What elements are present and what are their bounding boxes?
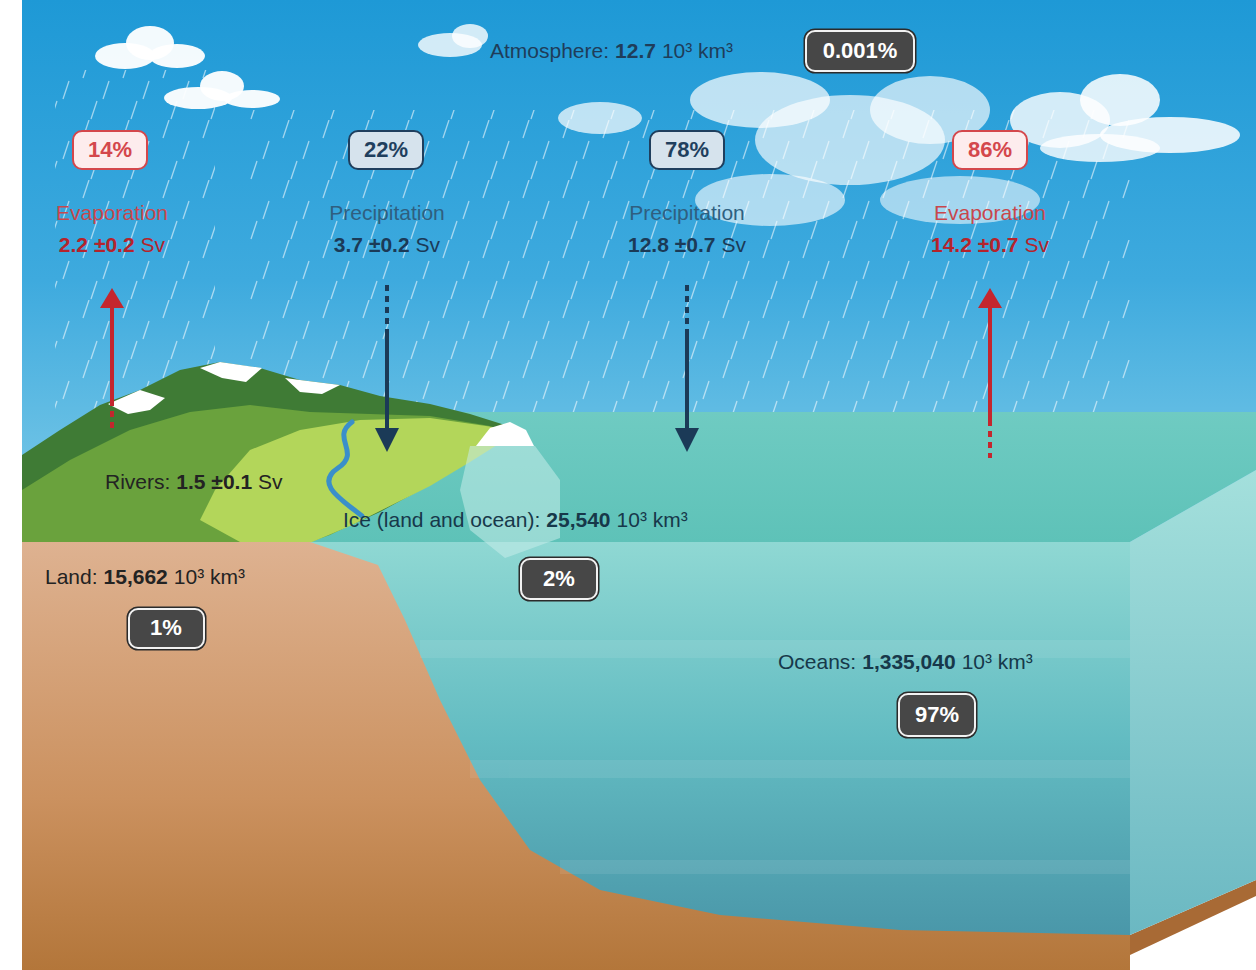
flux-name: Evaporation [56,200,168,225]
share-percent: 22% [364,138,408,162]
ice-label: Ice (land and ocean):25,540 10³ km³ [343,507,688,532]
flux-value: 12.8 ±0.7Sv [628,232,746,257]
ocean-side [1130,470,1256,935]
sky [22,0,1256,560]
share-badge: 1% [128,608,205,649]
river-label: 1.5 ±0.1 [176,469,252,494]
share-badge: 14% [72,130,148,170]
share-badge: 0.001% [805,30,915,72]
flux-value: 2.2 ±0.2 [59,232,135,257]
ocean-label: Oceans: [778,649,856,674]
share-badge: 2% [520,558,598,600]
land-label: Land:15,66210³ km³ [45,564,245,589]
evaporation-arrow-land [100,288,124,432]
flux-name: Precipitation [629,200,745,225]
share-badge: 97% [898,693,976,737]
iceberg [476,422,534,446]
ocean-section [310,542,1130,935]
precipitation-arrow-land [375,285,399,452]
flux-value: 3.7 ±0.2 [334,232,410,257]
share-percent: 78% [665,138,709,162]
flux-value: 14.2 ±0.7Sv [931,232,1049,257]
flux-name: Evaporation [934,200,1046,225]
flux-value: Sv [141,232,166,257]
snow-caps [108,362,340,414]
iceberg-underwater [460,446,560,558]
share-badge: 22% [348,130,424,170]
flux-value: Sv [721,232,746,257]
flux-name: Precipitation [329,200,445,225]
land-label: Land: [45,564,98,589]
atmosphere-label: Atmosphere: [490,38,609,63]
ice-label: 25,540 [546,507,610,532]
river-label: Rivers:1.5 ±0.1Sv [105,469,283,494]
share-percent: 14% [88,138,132,162]
atmosphere-label: 10³ km³ [662,38,733,63]
flux-name: Precipitation [629,200,745,225]
river-label: Sv [258,469,283,494]
ice-label: 10³ km³ [617,507,688,532]
ocean-label: Oceans:1,335,040 10³ km³ [778,649,1033,674]
flux-name: Evaporation [934,200,1046,225]
atmosphere-label: 12.7 [615,38,656,63]
share-percent: 97% [915,703,959,727]
share-percent: 1% [150,616,182,640]
ice-label: Ice (land and ocean): [343,507,540,532]
share-percent: 86% [968,138,1012,162]
share-percent: 0.001% [823,39,898,63]
land-label: 10³ km³ [174,564,245,589]
land-label: 15,662 [104,564,168,589]
flux-value: Sv [416,232,441,257]
atmosphere-label: Atmosphere:12.710³ km³ [490,38,733,63]
flux-value: 12.8 ±0.7 [628,232,715,257]
flux-value: 2.2 ±0.2Sv [59,232,165,257]
share-badge: 86% [952,130,1028,170]
flux-value: 14.2 ±0.7 [931,232,1018,257]
earth-section [22,540,1130,970]
precipitation-arrow-ocean [675,285,699,452]
river [329,422,362,516]
river-label: Rivers: [105,469,170,494]
share-percent: 2% [543,567,575,591]
share-badge: 78% [649,130,725,170]
flux-value: 3.7 ±0.2Sv [334,232,440,257]
ocean-label: 1,335,040 [862,649,955,674]
flux-name: Precipitation [329,200,445,225]
flux-value: Sv [1024,232,1049,257]
ocean-label: 10³ km³ [962,649,1033,674]
flux-name: Evaporation [56,200,168,225]
ocean-bands [420,640,1130,874]
evaporation-arrow-ocean [978,288,1002,458]
